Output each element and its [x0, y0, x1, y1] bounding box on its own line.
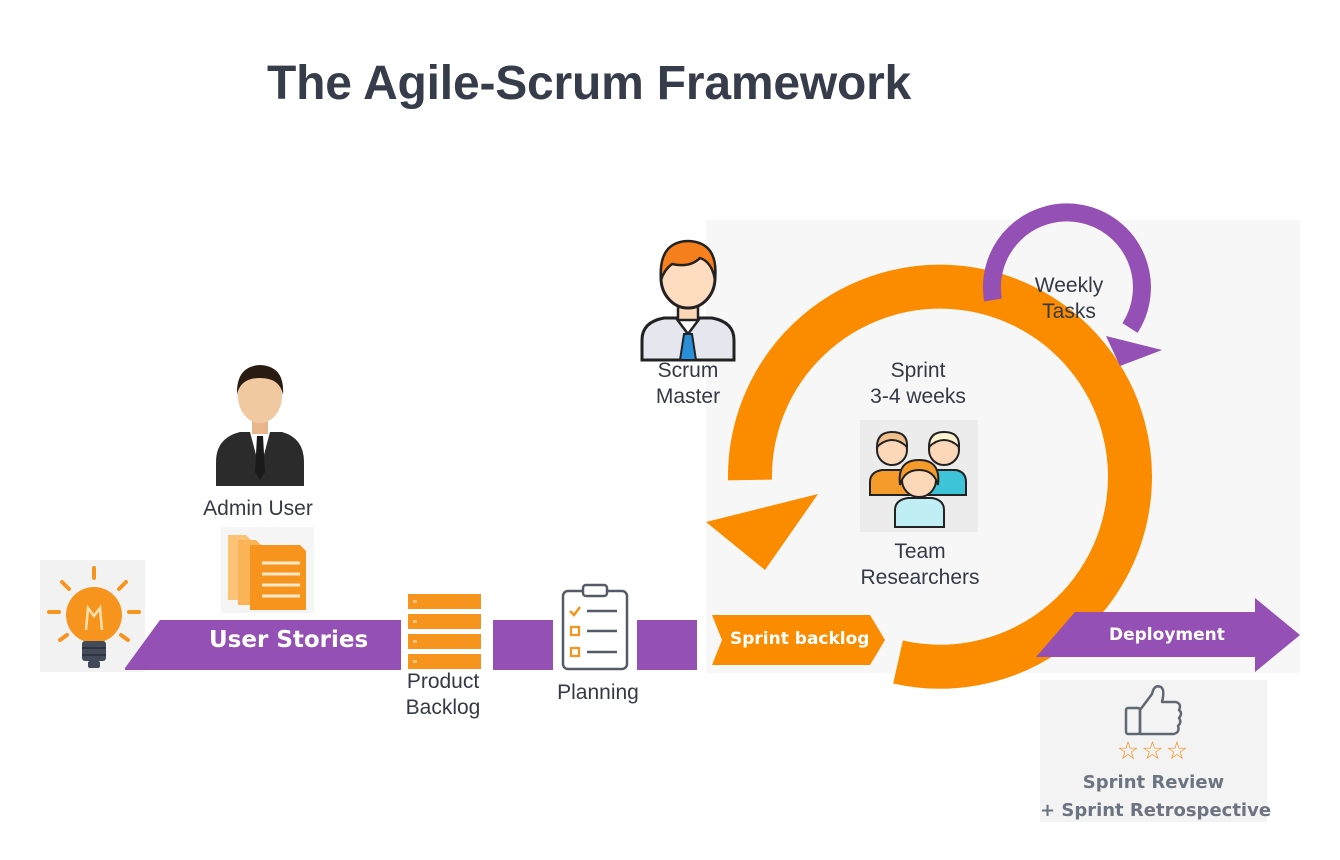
sprint-cycle-arrow [706, 264, 1152, 689]
sprint-retrospective-label: + Sprint Retrospective [1040, 800, 1272, 821]
deployment-label: Deployment [1109, 625, 1225, 645]
arrow-segment-1 [493, 620, 553, 670]
product-backlog-line2: Backlog [405, 696, 481, 719]
sprint-backlog-arrow [712, 615, 885, 665]
sprint-backlog-label: Sprint backlog [730, 629, 870, 649]
scrum-master-label: Scrum Master [628, 358, 748, 410]
team-line1: Team [894, 540, 946, 563]
weekly-line1: Weekly [1034, 274, 1104, 297]
user-stories-arrow [125, 620, 401, 670]
team-researchers-label: Team Researchers [845, 539, 995, 591]
deployment-arrow [1036, 598, 1300, 672]
arrow-segment-2 [637, 620, 697, 670]
businessman-icon [216, 365, 304, 486]
scrum-master-line2: Master [655, 385, 721, 408]
team-line2: Researchers [860, 566, 980, 589]
weekly-tasks-arrow [982, 203, 1162, 366]
sprint-review-label: Sprint Review [1082, 772, 1225, 793]
clipboard-checklist-icon [553, 583, 637, 673]
sprint-review-box: ☆☆☆ Sprint Review + Sprint Retrospective [1040, 680, 1272, 822]
rating-stars: ☆☆☆ [1116, 737, 1191, 765]
lightbulb-icon [40, 560, 145, 672]
scrum-master-line1: Scrum [657, 359, 719, 382]
thumbs-up-icon [1124, 685, 1183, 736]
page-title: The Agile-Scrum Framework [267, 57, 912, 110]
sprint-duration-label: Sprint 3-4 weeks [848, 358, 988, 410]
user-stories-label: User Stories [209, 627, 369, 653]
weekly-line2: Tasks [1042, 300, 1096, 323]
sprint-line1: Sprint [890, 359, 946, 382]
planning-label: Planning [557, 681, 639, 704]
admin-user-label: Admin User [203, 497, 313, 520]
product-backlog-line1: Product [406, 670, 480, 693]
backlog-stack-icon [401, 588, 493, 672]
sprint-line2: 3-4 weeks [870, 385, 966, 408]
team-icon [860, 420, 978, 532]
scrum-master-icon [640, 239, 736, 362]
weekly-tasks-label: Weekly Tasks [1019, 273, 1119, 325]
document-stack-icon [221, 527, 314, 613]
product-backlog-label: Product Backlog [383, 669, 503, 721]
